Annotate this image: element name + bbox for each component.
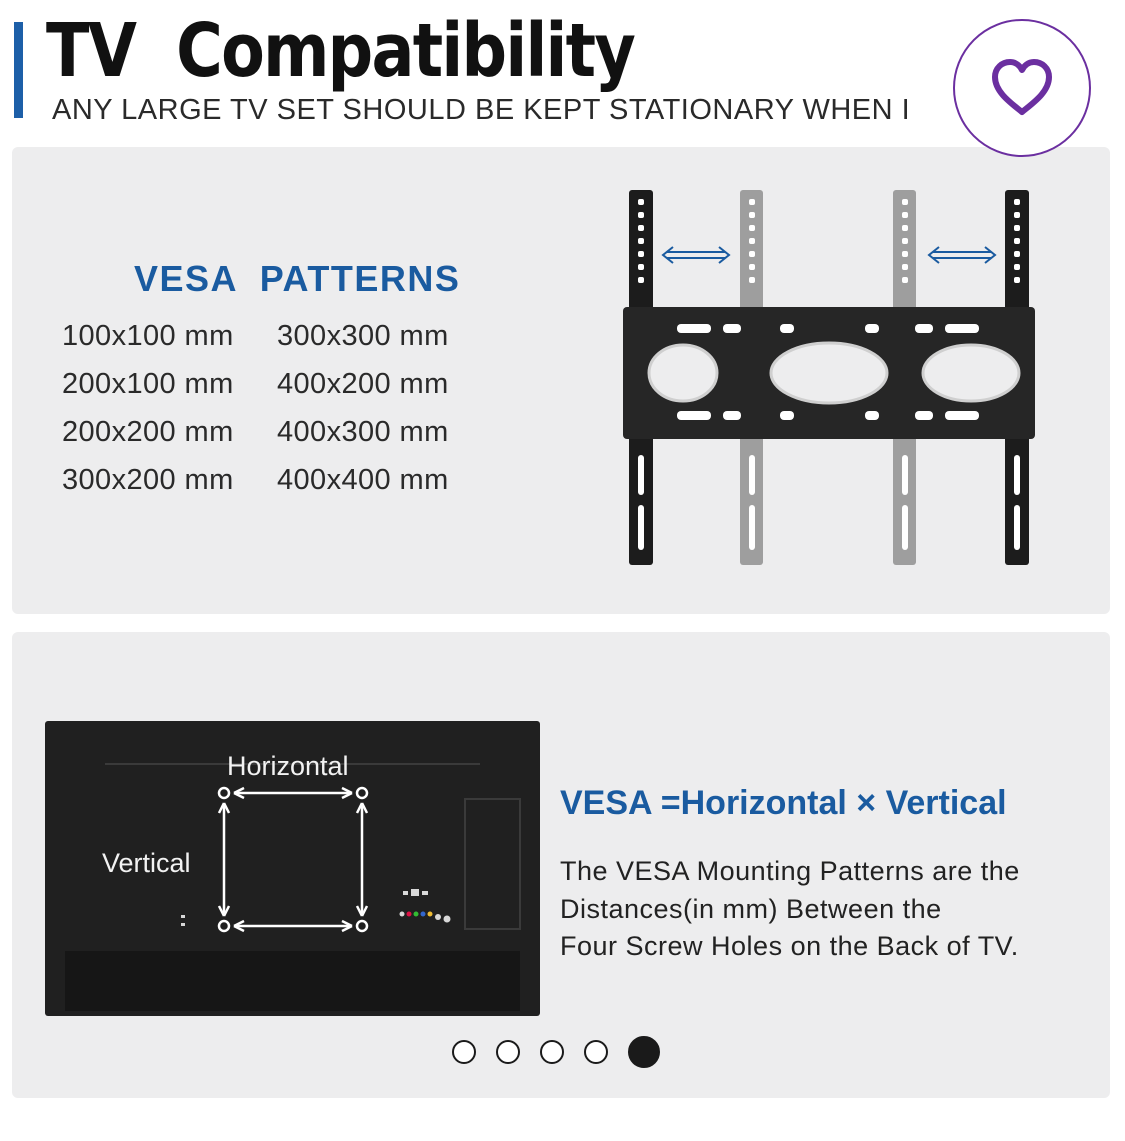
vesa-pattern-item: 200x200 mm xyxy=(62,416,234,448)
carousel-dot-4[interactable] xyxy=(584,1040,608,1064)
vertical-label: Vertical xyxy=(102,848,191,878)
carousel-dot-2[interactable] xyxy=(496,1040,520,1064)
vesa-pattern-item: 300x200 mm xyxy=(62,464,234,496)
tv-back-image: Horizontal Vertical xyxy=(45,721,540,1016)
vesa-pattern-item: 400x400 mm xyxy=(277,464,449,496)
favorite-button[interactable] xyxy=(953,19,1091,157)
vesa-pattern-item: 100x100 mm xyxy=(62,320,234,352)
tv-mount-bracket-image xyxy=(623,190,1035,565)
title-accent-bar xyxy=(14,22,23,118)
horizontal-label: Horizontal xyxy=(227,751,349,781)
page-subtitle: ANY LARGE TV SET SHOULD BE KEPT STATIONA… xyxy=(52,94,911,126)
vesa-description-line: Four Screw Holes on the Back of TV. xyxy=(560,931,1019,961)
carousel-dot-3[interactable] xyxy=(540,1040,564,1064)
carousel-dot-1[interactable] xyxy=(452,1040,476,1064)
page-title: TV Compatibility xyxy=(46,8,636,94)
vesa-pattern-item: 400x300 mm xyxy=(277,416,449,448)
vesa-equation: VESA =Horizontal × Vertical xyxy=(560,784,1007,822)
vesa-patterns-heading: VESA PATTERNS xyxy=(134,258,461,299)
vesa-pattern-item: 300x300 mm xyxy=(277,320,449,352)
vesa-description-line: Distances(in mm) Between the xyxy=(560,894,942,924)
carousel-dot-5-active[interactable] xyxy=(628,1036,660,1068)
carousel-pagination xyxy=(452,1036,660,1068)
vesa-pattern-item: 200x100 mm xyxy=(62,368,234,400)
vesa-description-line: The VESA Mounting Patterns are the xyxy=(560,856,1020,886)
vesa-pattern-item: 400x200 mm xyxy=(277,368,449,400)
heart-icon xyxy=(992,59,1052,115)
